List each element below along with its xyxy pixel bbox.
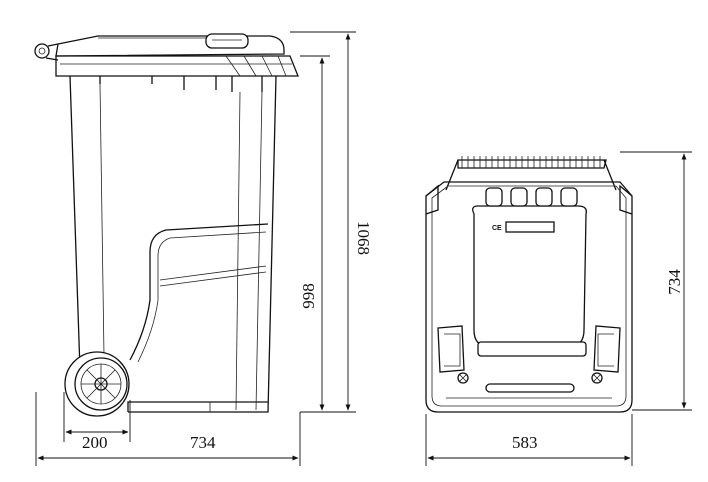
- slot-4: [560, 187, 578, 207]
- dim-body-height: 998: [299, 283, 318, 309]
- slot-1: [485, 187, 503, 207]
- lower-handle-bar: [477, 341, 587, 357]
- ce-mark: CE: [492, 225, 502, 232]
- side-view: [34, 33, 299, 417]
- slot-3: [535, 187, 553, 207]
- side-body: [69, 75, 277, 413]
- wheel: [64, 351, 130, 417]
- label-plate: [505, 221, 555, 233]
- side-handle: [129, 223, 269, 361]
- dim-total-height: 1068: [354, 221, 373, 255]
- hinge: [34, 43, 50, 59]
- side-lid: [55, 35, 285, 57]
- dim-side-depth: 734: [190, 433, 216, 452]
- side-dimensions: [35, 31, 356, 466]
- rear-dimensions: [425, 151, 692, 466]
- rear-body: [425, 181, 633, 413]
- slot-2: [510, 187, 528, 207]
- dim-rear-width: 583: [512, 433, 538, 452]
- left-handle: [437, 325, 465, 373]
- rear-view: CE: [425, 156, 633, 413]
- dim-rear-height: 734: [665, 269, 684, 295]
- bottom-slot: [485, 383, 575, 393]
- right-handle: [593, 325, 621, 373]
- lid-handle: [205, 33, 249, 49]
- side-rim: [55, 55, 299, 77]
- dim-wheel-offset: 200: [82, 433, 108, 452]
